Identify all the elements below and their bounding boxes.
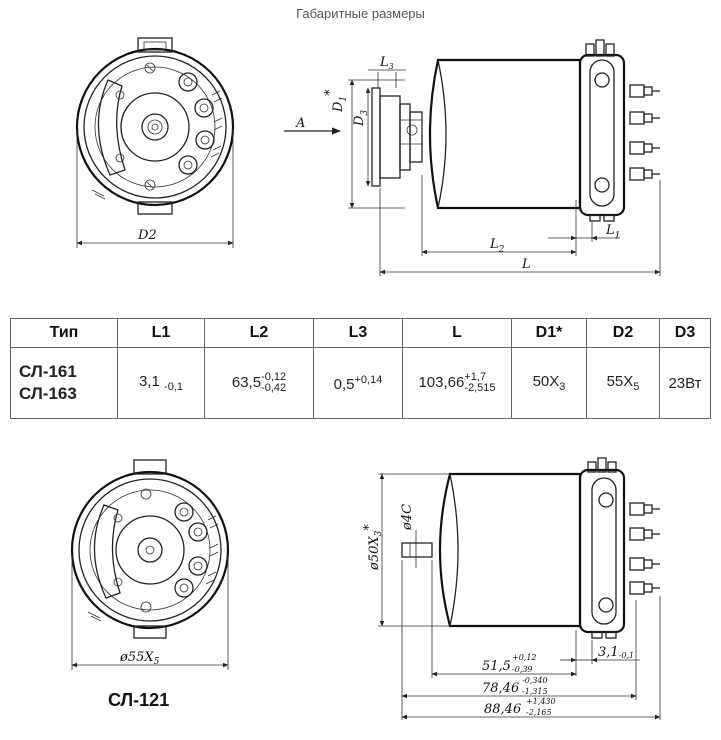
- col-l: L: [402, 318, 512, 348]
- l3-label: L3: [379, 55, 394, 71]
- l1-label: L1: [605, 223, 620, 241]
- col-l3: L3: [313, 318, 403, 348]
- d1-label: D1*: [323, 89, 349, 113]
- dim-88-46: 88,46+1,430-2,165: [484, 697, 556, 717]
- d4-label: ø4C: [400, 504, 415, 531]
- cell-d2: 55X5: [586, 347, 660, 419]
- cell-l3: 0,5+0,14: [313, 347, 403, 419]
- arrow-a-label: A: [295, 116, 305, 131]
- col-d3: D3: [659, 318, 711, 348]
- page-title: Габаритные размеры: [296, 6, 425, 21]
- d55-label: ø55X5: [119, 650, 160, 667]
- l2-label: L2: [489, 237, 505, 255]
- d50-label: ø50X3*: [362, 524, 384, 571]
- dim-3-1: 3,1-0,1: [598, 645, 634, 660]
- cell-l: 103,66+1,7-2,515: [402, 347, 512, 419]
- d2-label: D2: [137, 228, 157, 243]
- col-l2: L2: [204, 318, 314, 348]
- cell-d1: 50X3: [511, 347, 587, 419]
- cell-l1: 3,1 -0,1: [117, 347, 205, 419]
- cell-d3: 23Вт: [659, 347, 711, 419]
- dim-78-46: 78,46-0,340-1,315: [482, 676, 548, 696]
- bottom-front-view: [70, 459, 230, 670]
- l-label: L: [521, 257, 531, 272]
- d3-label: D3: [352, 110, 370, 127]
- col-d2: D2: [586, 318, 660, 348]
- model-label: СЛ-121: [108, 690, 170, 710]
- dim-51-5: 51,5+0,12-0,39: [482, 653, 537, 674]
- cell-l2: 63,5-0,12-0,42: [204, 347, 314, 419]
- col-l1: L1: [117, 318, 205, 348]
- col-type: Тип: [10, 318, 118, 348]
- top-side-view: [284, 39, 661, 276]
- top-front-view: [75, 37, 235, 248]
- col-d1: D1*: [511, 318, 587, 348]
- bottom-side-view: [378, 457, 661, 720]
- table-header-row: Тип L1 L2 L3 L D1* D2 D3: [10, 318, 711, 348]
